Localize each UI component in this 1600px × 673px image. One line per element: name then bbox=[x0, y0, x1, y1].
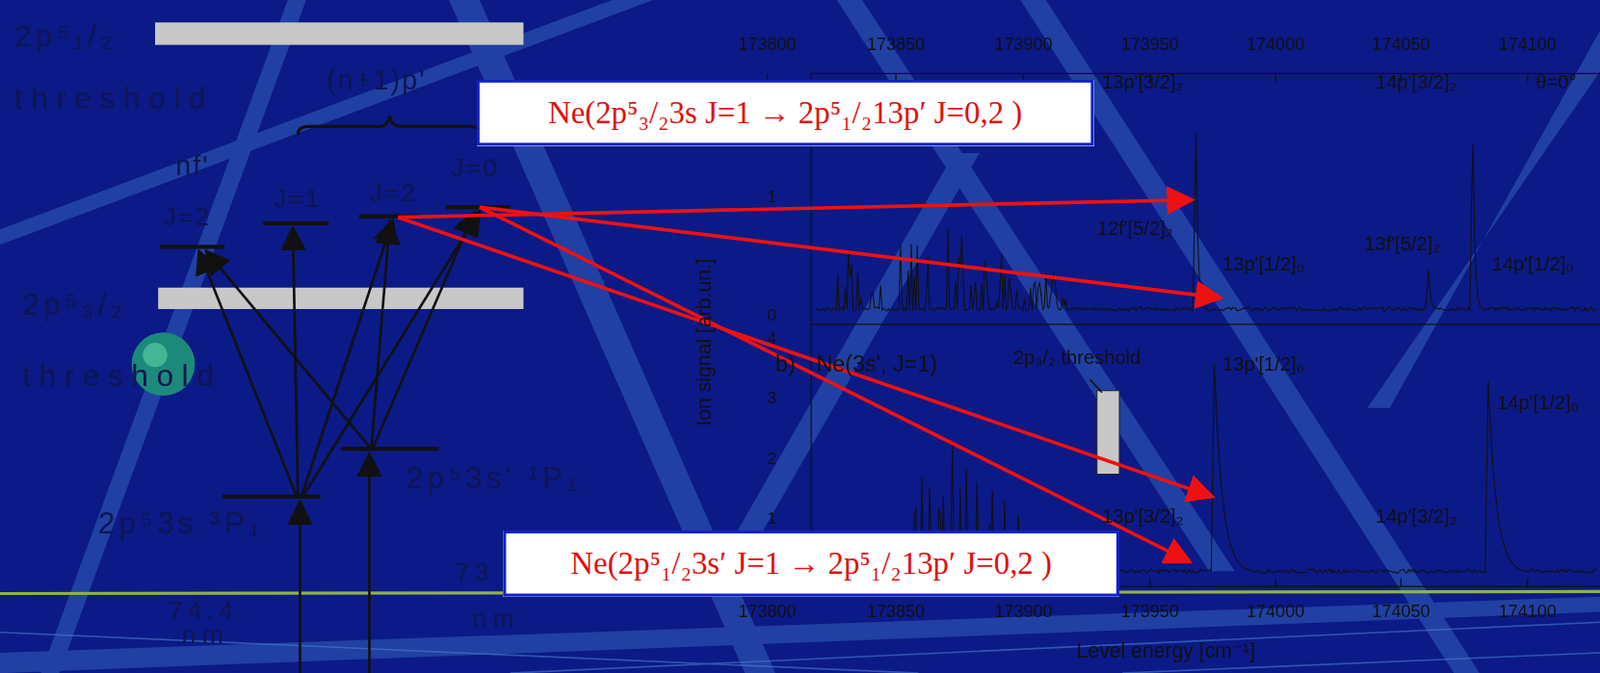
plot-label: 173950 bbox=[1121, 34, 1180, 55]
plot-label: 173900 bbox=[994, 34, 1052, 55]
plot-label: 12f'[5/2]₂ bbox=[1097, 217, 1174, 240]
level-label: threshold bbox=[22, 359, 222, 394]
plot-label: θ=0° bbox=[1535, 71, 1576, 94]
plot-label: Ne(3s', J=1) bbox=[815, 350, 938, 378]
callout-box: Ne(2p⁵₃/₂3s J=1 → 2p⁵₁/₂13p′ J=0,2 ) bbox=[476, 79, 1095, 147]
plot-label: 1 bbox=[767, 187, 777, 207]
plot-label: Ion signal [arb.un.] bbox=[692, 258, 716, 426]
plot-label: 13f'[5/2]₂ bbox=[1363, 233, 1441, 256]
plot-label: 173850 bbox=[866, 34, 925, 55]
level-label: 2p⁵3s' ¹P₁ bbox=[406, 461, 582, 497]
plot-label: 173850 bbox=[866, 602, 925, 623]
plot-label: 14p'[3/2]₂ bbox=[1375, 71, 1457, 94]
transition-label: Ne(2p⁵₃/₂3s J=1 → 2p⁵₁/₂13p′ J=0,2 ) bbox=[548, 94, 1023, 132]
plot-label: 14p'[1/2]₀ bbox=[1492, 253, 1574, 276]
level-label: (n+1)p' bbox=[326, 65, 427, 98]
callout-box: Ne(2p⁵₁/₂3s′ J=1 → 2p⁵₁/₂13p′ J=0,2 ) bbox=[502, 530, 1120, 598]
level-label: 73 bbox=[454, 556, 494, 587]
plot-label: 13p'[1/2]₀ bbox=[1222, 353, 1305, 376]
plot-label: 173950 bbox=[1121, 602, 1180, 623]
plot-label: b) bbox=[775, 350, 796, 378]
level-label: 2p⁵₁/₂ bbox=[14, 18, 117, 53]
plot-label: 13p'[3/2]₂ bbox=[1101, 505, 1183, 528]
plot-label: 174050 bbox=[1371, 602, 1430, 623]
plot-label: 14p'[1/2]₀ bbox=[1496, 392, 1579, 415]
plot-label: 2p₃/₂ threshold bbox=[1013, 346, 1141, 369]
plot-label: 174050 bbox=[1371, 34, 1430, 55]
level-label: J=1 bbox=[273, 183, 322, 214]
level-label: J=2 bbox=[162, 202, 211, 233]
level-label: 2p⁵3s ³P₁ bbox=[98, 505, 264, 541]
plot-label: 174000 bbox=[1246, 602, 1305, 623]
plot-label: 173800 bbox=[738, 602, 797, 623]
plot-label: 174100 bbox=[1498, 602, 1557, 623]
plot-label: 174100 bbox=[1498, 34, 1557, 55]
plot-label: 2 bbox=[767, 449, 777, 469]
level-label: nm bbox=[472, 603, 521, 634]
plot-label: 0 bbox=[767, 306, 777, 325]
level-label: 2p⁵₃/₂ bbox=[22, 288, 127, 323]
level-label: J=2 bbox=[368, 177, 418, 208]
plot-label: Level energy [cm⁻¹] bbox=[1076, 638, 1256, 663]
plot-label: 174000 bbox=[1246, 34, 1305, 55]
plot-label: 13p'[1/2]₀ bbox=[1222, 253, 1305, 276]
level-label: nm bbox=[182, 620, 231, 651]
plot-label: 4 bbox=[767, 329, 777, 348]
level-label: threshold bbox=[14, 81, 214, 117]
plot-label: 3 bbox=[767, 390, 777, 409]
plot-label: 173900 bbox=[994, 602, 1052, 623]
level-label: nf' bbox=[175, 151, 210, 184]
plot-label: 173800 bbox=[738, 34, 797, 55]
plot-label: 13p'[3/2]₂ bbox=[1101, 71, 1183, 94]
level-label: J=0 bbox=[450, 153, 499, 184]
transition-label: Ne(2p⁵₁/₂3s′ J=1 → 2p⁵₁/₂13p′ J=0,2 ) bbox=[570, 545, 1052, 582]
plot-label: 14p'[3/2]₂ bbox=[1375, 505, 1457, 528]
plot-label: 1 bbox=[767, 510, 777, 529]
